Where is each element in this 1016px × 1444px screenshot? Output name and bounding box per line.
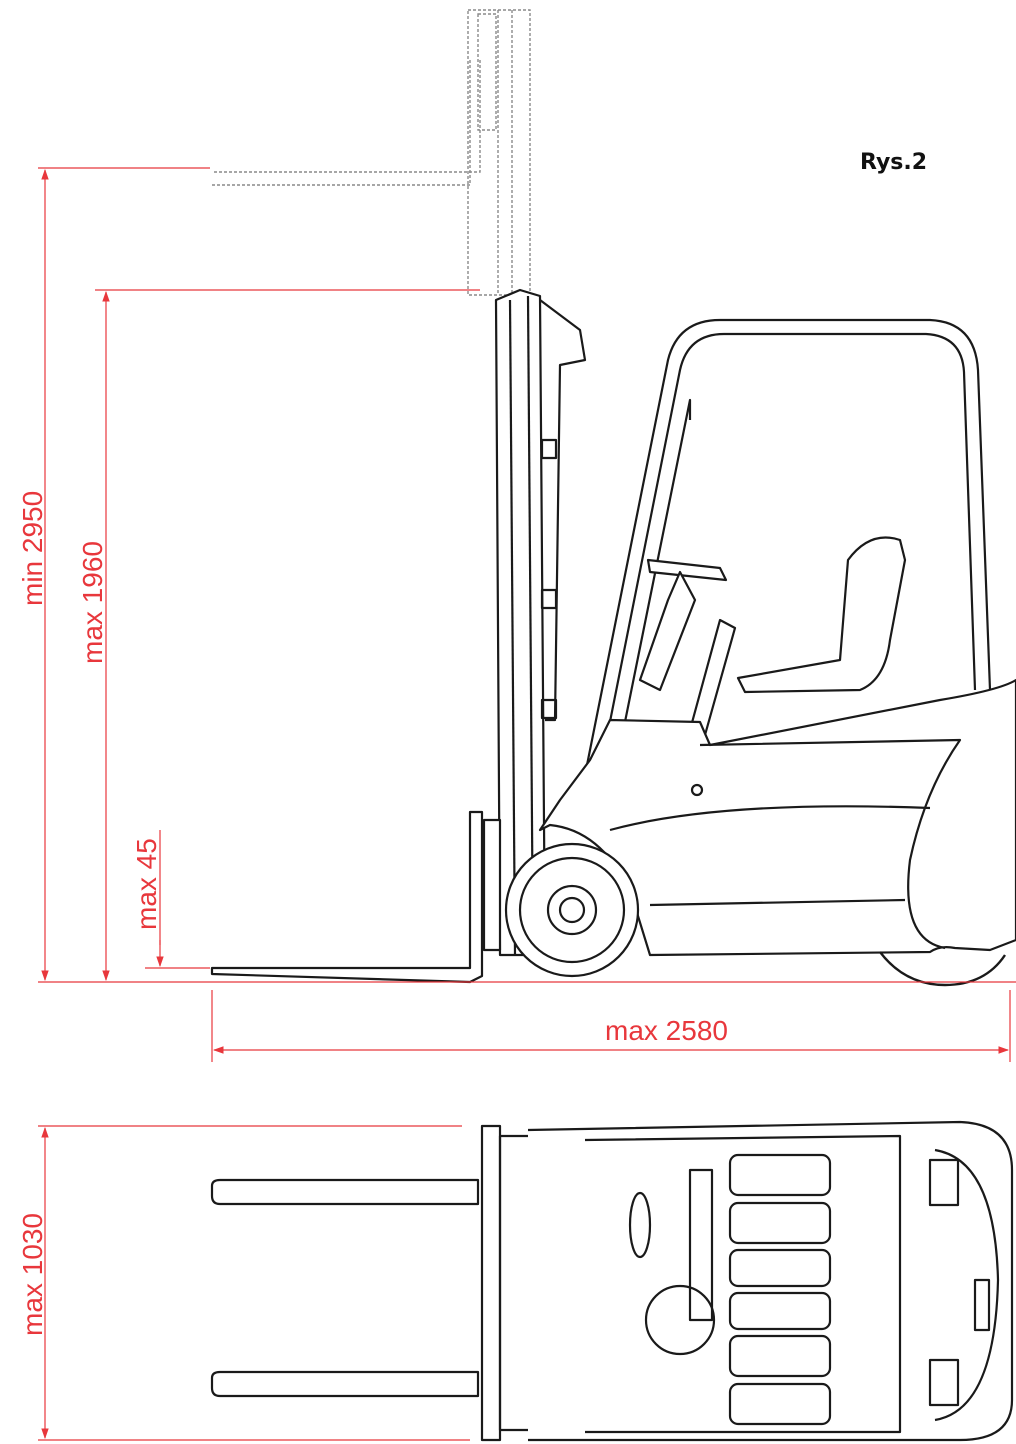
forklift-top-view (210, 1120, 1014, 1442)
forklift-side-view (210, 288, 1016, 987)
overhead-guard (578, 318, 992, 801)
fork-top-upper (210, 1178, 480, 1206)
front-wheel (504, 842, 640, 978)
fork-clearance-label: max 45 (131, 838, 162, 930)
fork-side (210, 810, 484, 984)
steering-wheel (646, 558, 728, 582)
rear-wheel (879, 951, 1006, 987)
width-label: max 1030 (17, 1213, 48, 1336)
overall-height-label: min 2950 (17, 491, 48, 606)
length-label: max 2580 (605, 1015, 728, 1046)
operator-seat (736, 536, 907, 694)
figure-label: Rys.2 (860, 150, 928, 175)
truck-body-top (527, 1120, 1014, 1442)
truck-body (538, 678, 1016, 957)
fork-top-lower (210, 1370, 480, 1398)
battery-cells (728, 1153, 832, 1426)
raised-mast-ghost (212, 9, 531, 296)
lift-height-label: max 1960 (77, 541, 108, 664)
steering-wheel-top (644, 1284, 716, 1356)
dimension-lines (38, 167, 1016, 1441)
